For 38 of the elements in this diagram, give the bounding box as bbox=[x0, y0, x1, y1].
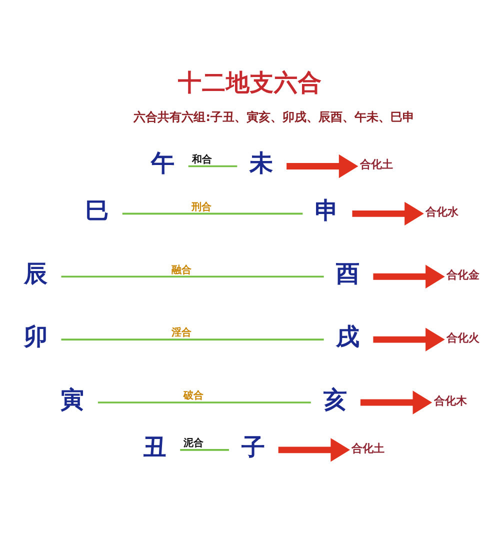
arrow bbox=[373, 327, 445, 351]
arrow bbox=[360, 390, 432, 414]
node-text: 合化水 bbox=[426, 205, 459, 218]
edge-label: 融合 bbox=[172, 264, 192, 276]
arrow bbox=[278, 438, 350, 462]
connector bbox=[61, 275, 324, 278]
label: 六合共有六组:子丑、寅亥、卯戌、辰酉、午未、巳申 bbox=[134, 110, 414, 124]
connector bbox=[98, 401, 311, 403]
node-text: 巳 bbox=[85, 196, 110, 224]
diagram-title: 十二地支六合 bbox=[178, 68, 322, 96]
node-text: 合化金 bbox=[446, 268, 480, 282]
edge-label: 刑合 bbox=[192, 201, 212, 212]
node-text: 丑 bbox=[142, 432, 167, 460]
node-text: 亥 bbox=[323, 384, 348, 413]
node-text: 戌 bbox=[336, 322, 360, 350]
node-text: 卯 bbox=[24, 322, 48, 350]
edge-label: 破合 bbox=[183, 390, 204, 402]
node-text: 合化木 bbox=[434, 394, 467, 407]
node-text: 子 bbox=[241, 432, 266, 460]
arrow bbox=[373, 264, 445, 288]
connector bbox=[61, 338, 324, 340]
node-text: 寅 bbox=[60, 384, 85, 413]
edge-label: 泥合 bbox=[184, 438, 204, 449]
node-text: 合化土 bbox=[352, 441, 385, 454]
edge-label: 淫合 bbox=[172, 327, 192, 338]
node-text: 酉 bbox=[336, 258, 360, 287]
connector bbox=[180, 448, 229, 450]
node-text: 申 bbox=[315, 196, 340, 224]
node-text: 合化土 bbox=[360, 158, 393, 171]
connector bbox=[188, 164, 238, 167]
node-text: 辰 bbox=[24, 258, 48, 287]
node-text: 午 bbox=[151, 148, 176, 177]
edge-label: 和合 bbox=[192, 154, 212, 165]
arrow bbox=[352, 201, 424, 226]
arrow bbox=[286, 154, 358, 178]
node-text: 合化火 bbox=[446, 330, 480, 344]
node-text: 未 bbox=[250, 148, 274, 177]
connector bbox=[122, 212, 303, 214]
